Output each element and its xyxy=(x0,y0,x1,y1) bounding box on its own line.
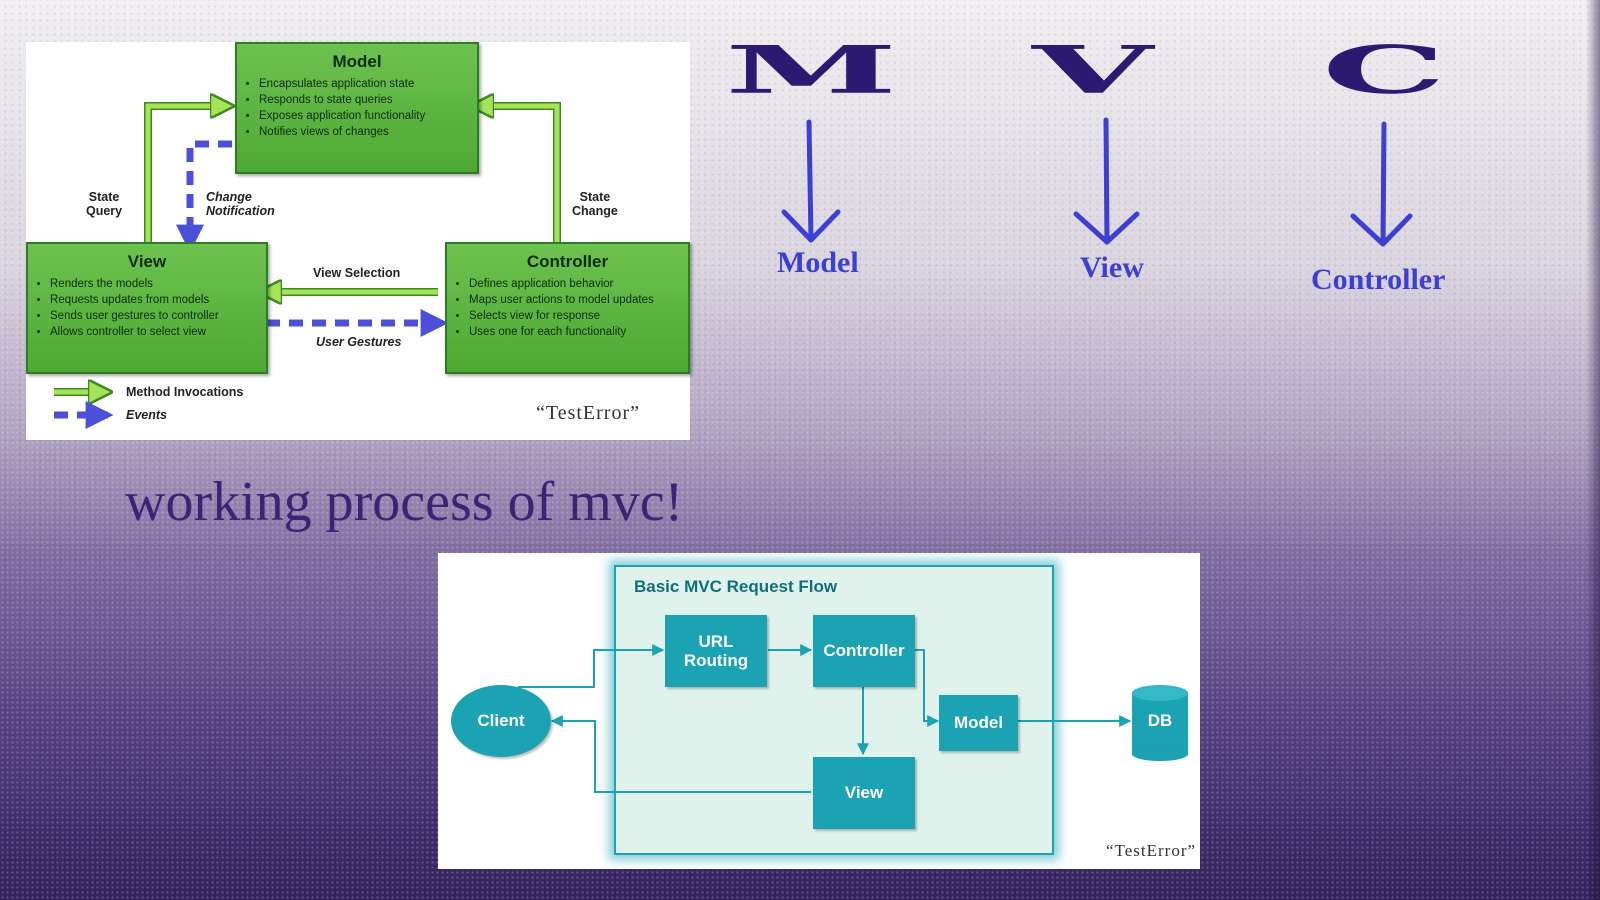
legend-method-invocations: Method Invocations xyxy=(126,385,244,399)
view-selection-label: View Selection xyxy=(313,266,401,280)
list-item: Allows controller to select view xyxy=(50,324,266,340)
list-item: Encapsulates application state xyxy=(259,76,477,92)
arrow-down-icon xyxy=(781,119,841,243)
view-box: View Renders the models Requests updates… xyxy=(26,242,268,374)
user-gestures-label: User Gestures xyxy=(316,335,402,349)
word-controller: Controller xyxy=(1311,263,1446,296)
view-box-list: Renders the models Requests updates from… xyxy=(28,276,266,340)
list-item: Responds to state queries xyxy=(259,92,477,108)
model-box-title: Model xyxy=(332,52,382,71)
view-box-title: View xyxy=(127,252,167,271)
word-view: View xyxy=(1080,251,1144,284)
list-item: Uses one for each functionality xyxy=(469,324,688,340)
flow-title: Basic MVC Request Flow xyxy=(634,577,838,596)
list-item: Requests updates from models xyxy=(50,292,266,308)
list-item: Maps user actions to model updates xyxy=(469,292,688,308)
arrow-down-icon xyxy=(1350,121,1413,247)
right-border xyxy=(1586,0,1600,900)
state-query-label: State Query xyxy=(86,190,123,218)
letter-m: M xyxy=(725,32,898,109)
controller-box-list: Defines application behavior Maps user a… xyxy=(447,276,688,340)
signature: “TestError” xyxy=(1106,841,1197,860)
db-label: DB xyxy=(1147,711,1173,730)
word-model: Model xyxy=(777,246,859,279)
list-item: Selects view for response xyxy=(469,308,688,324)
request-flow-diagram: Basic MVC Request Flow Client URL Routin… xyxy=(438,553,1200,869)
flow-connectors xyxy=(518,644,1132,793)
model-node: Model xyxy=(939,695,1018,751)
mvc-interaction-diagram: Model Encapsulates application state Res… xyxy=(26,42,690,440)
letter-v: V xyxy=(1032,32,1153,109)
diagram-connectors xyxy=(54,42,561,429)
controller-node: Controller xyxy=(813,615,915,687)
legend-events: Events xyxy=(126,408,167,422)
model-box-list: Encapsulates application state Responds … xyxy=(237,76,477,140)
change-notification-arrow xyxy=(176,140,232,253)
arrow-down-icon xyxy=(1073,117,1140,245)
controller-box-title: Controller xyxy=(526,252,609,271)
url-routing-node: URL Routing xyxy=(665,615,767,687)
list-item: Notifies views of changes xyxy=(259,124,477,140)
tagline: working process of mvc! xyxy=(125,471,684,533)
model-box: Model Encapsulates application state Res… xyxy=(235,42,479,174)
list-item: Sends user gestures to controller xyxy=(50,308,266,324)
list-item: Exposes application functionality xyxy=(259,108,477,124)
state-change-arrow xyxy=(474,102,561,244)
database-icon: DB xyxy=(1132,685,1188,761)
list-item: Defines application behavior xyxy=(469,276,688,292)
list-item: Renders the models xyxy=(50,276,266,292)
state-change-label: State Change xyxy=(572,190,618,218)
controller-box: Controller Defines application behavior … xyxy=(445,242,690,374)
letter-c: C xyxy=(1322,32,1447,109)
view-node: View xyxy=(813,757,915,829)
signature: “TestError” xyxy=(536,402,640,424)
client-node: Client xyxy=(451,685,551,757)
change-notification-label: Change Notification xyxy=(206,190,275,218)
